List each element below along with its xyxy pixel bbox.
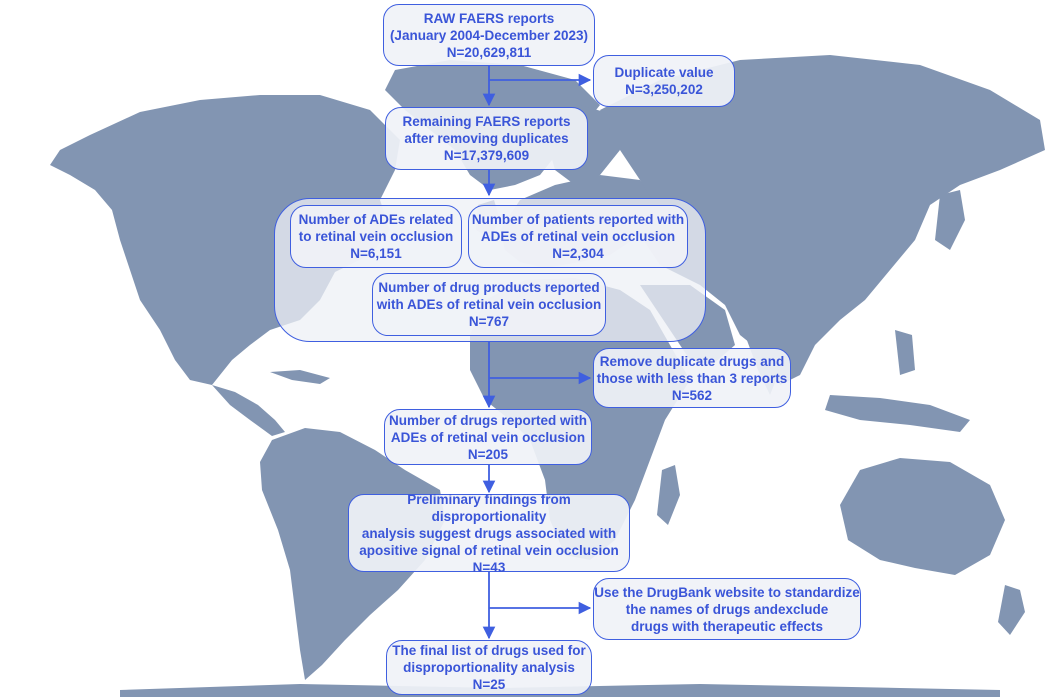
patients-count-text: Number of patients reported with ADEs of… [471,212,685,261]
drugbank-text: Use the DrugBank website to standardize … [594,584,860,634]
map-indonesia [825,395,970,432]
map-asia [600,55,1045,385]
map-new-zealand [998,585,1025,635]
remove-duplicates-text: Remove duplicate drugs and those with le… [596,353,788,403]
remaining-reports-box: Remaining FAERS reports after removing d… [385,107,588,170]
map-central-america [212,385,285,436]
drugs-reported-text: Number of drugs reported with ADEs of re… [388,412,587,462]
raw-faers-text: RAW FAERS reports (January 2004-December… [389,10,589,60]
preliminary-findings-box: Preliminary findings from disproportiona… [348,492,630,575]
map-japan [935,190,965,250]
remaining-reports-text: Remaining FAERS reports after removing d… [402,114,571,163]
preliminary-findings-text: Preliminary findings from disproportiona… [359,491,619,575]
drugbank-box: Use the DrugBank website to standardize … [593,578,861,640]
raw-faers-box: RAW FAERS reports (January 2004-December… [383,4,595,66]
map-india [740,300,800,395]
final-list-text: The final list of drugs used for disprop… [392,643,586,692]
map-australia [840,458,1005,575]
patients-count-box: Number of patients reported with ADEs of… [468,205,688,268]
duplicate-value-text: Duplicate value N=3,250,202 [614,65,714,97]
map-madagascar [657,465,680,525]
drugs-reported-box: Number of drugs reported with ADEs of re… [384,409,592,465]
remove-duplicates-box: Remove duplicate drugs and those with le… [593,348,791,408]
ades-count-text: Number of ADEs related to retinal vein o… [298,212,454,261]
drug-products-text: Number of drug products reported with AD… [376,280,602,329]
map-philippines [895,330,915,375]
duplicate-value-box: Duplicate value N=3,250,202 [593,55,735,107]
final-list-box: The final list of drugs used for disprop… [386,640,592,695]
drug-products-box: Number of drug products reported with AD… [372,273,606,336]
map-north-america [50,95,400,385]
map-caribbean [270,370,330,384]
ades-count-box: Number of ADEs related to retinal vein o… [290,205,462,268]
